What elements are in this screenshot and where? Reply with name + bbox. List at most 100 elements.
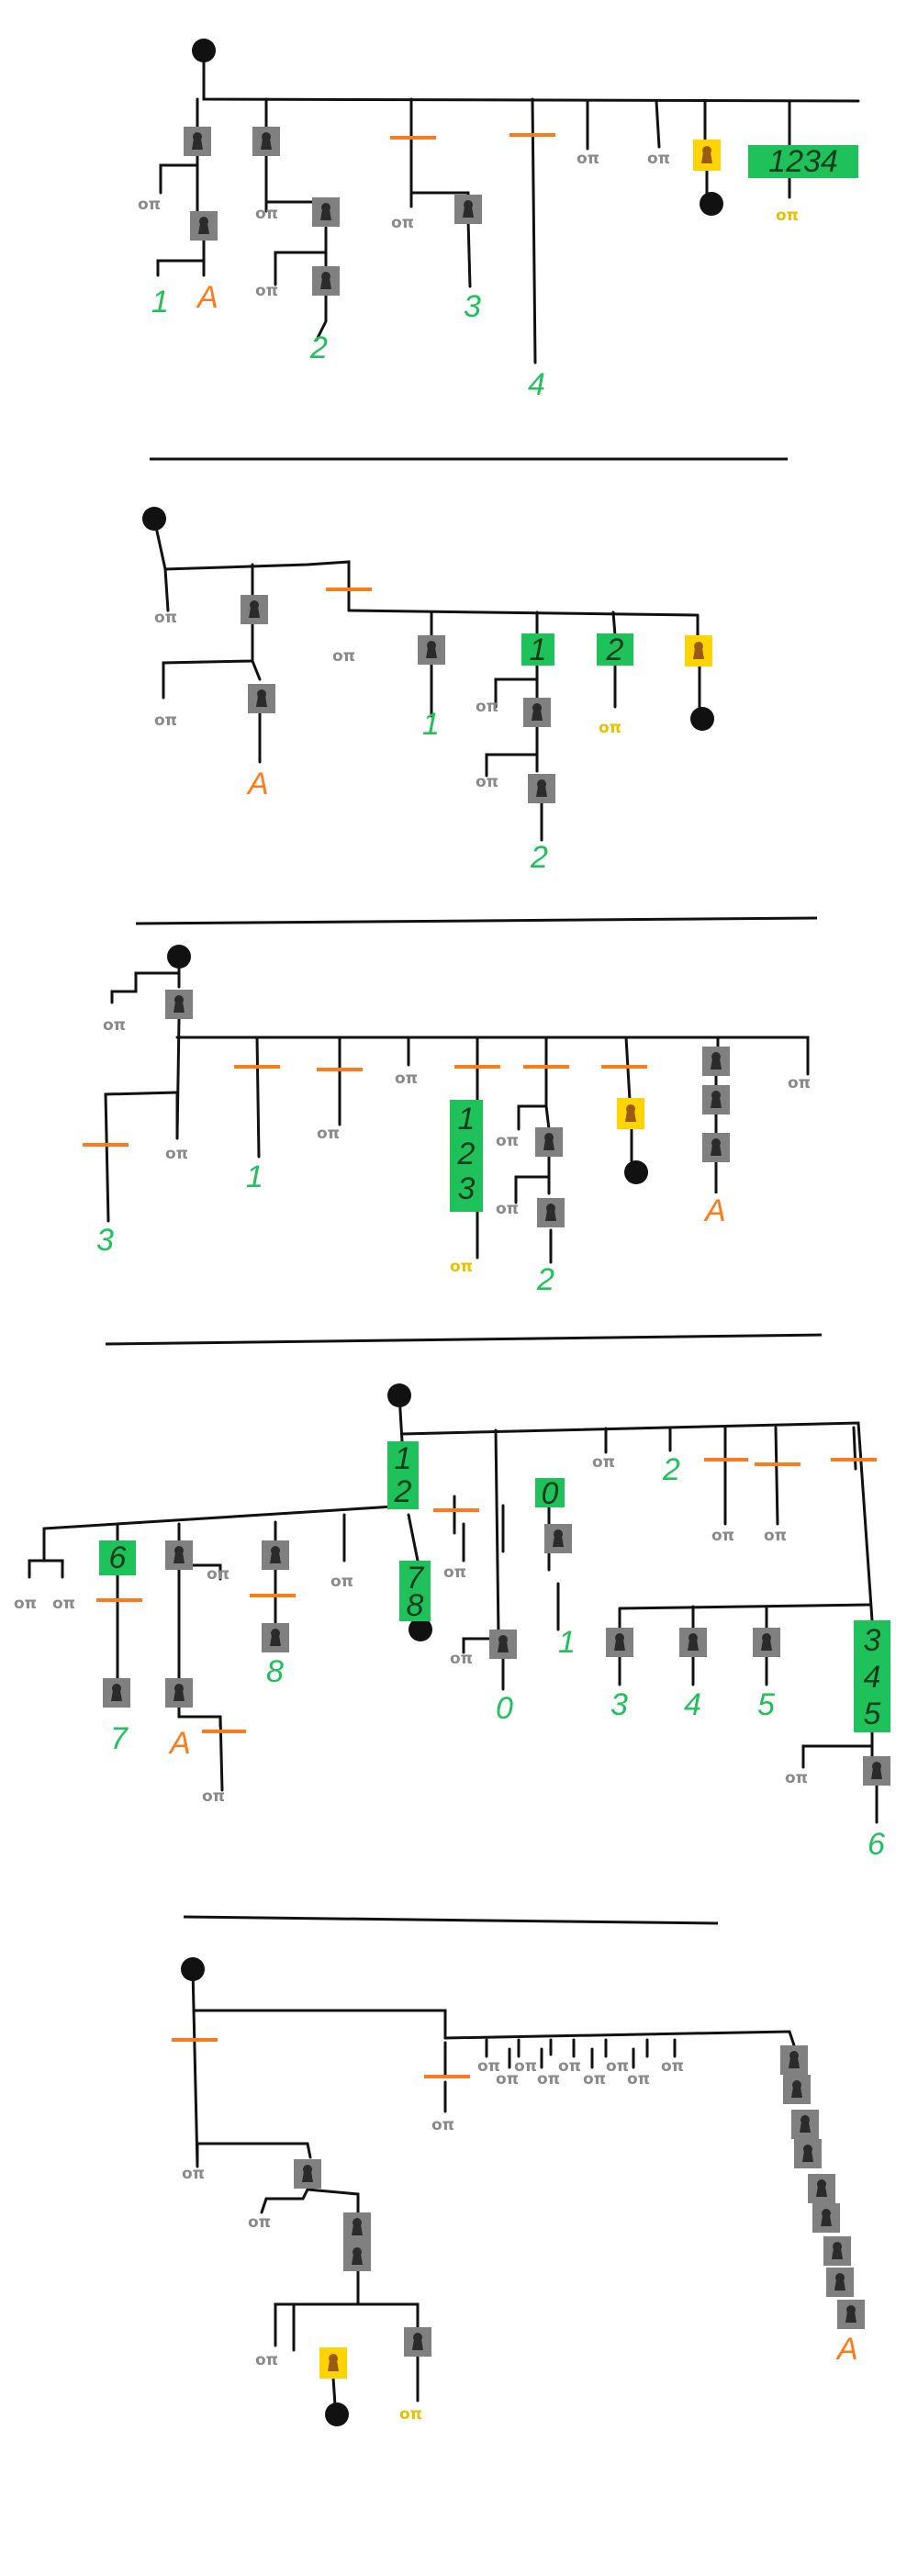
- box-label: 3: [864, 1623, 881, 1658]
- lock-icon: [702, 1085, 730, 1114]
- puzzle-2: [152, 517, 701, 842]
- key-icon: oπ: [443, 1563, 466, 1582]
- key-icon: oπ: [431, 2116, 454, 2134]
- lock-icon: [248, 684, 275, 713]
- lock-icon: [863, 1756, 890, 1786]
- key-icon: oπ: [476, 773, 498, 791]
- lock-icon: [312, 197, 340, 227]
- goal-node: [325, 2402, 349, 2426]
- separator: [105, 1333, 823, 1346]
- labels: A 1 2: [246, 707, 548, 875]
- yellow-key-icon: oπ: [399, 2405, 422, 2424]
- label: 1: [246, 1159, 263, 1194]
- puzzle-5: [191, 1967, 796, 2407]
- gold-lock-icon: [319, 2347, 347, 2379]
- keys: oπ oπ oπ oπ oπ oπ oπ: [138, 150, 799, 300]
- locks: [294, 2045, 865, 2379]
- lock-icon: [794, 2139, 822, 2168]
- key-icon: oπ: [165, 1145, 188, 1163]
- label: 7: [110, 1721, 129, 1756]
- lock-icon: [404, 2327, 431, 2357]
- label: A: [196, 280, 218, 315]
- locks: [103, 1524, 890, 1786]
- box-label: 3: [458, 1171, 476, 1206]
- lock-icon: [535, 1127, 563, 1157]
- lock-icon: [454, 195, 482, 224]
- key-icon: oπ: [514, 2057, 537, 2076]
- lock-icon: [528, 774, 555, 803]
- labels: 3 1 2 A: [96, 1159, 726, 1297]
- key-icon: oπ: [138, 196, 161, 214]
- locks: [165, 990, 730, 1227]
- key-icon: oπ: [103, 1016, 126, 1035]
- box-label: 2: [606, 633, 624, 667]
- key-icon: oπ: [207, 1565, 230, 1584]
- goal-node: [690, 707, 714, 731]
- key-icon: oπ: [255, 2351, 278, 2369]
- lock-icon: [343, 2242, 371, 2271]
- label: 1: [151, 285, 169, 319]
- lock-icon: [190, 211, 218, 241]
- labels: 7 A 8 0 1 2 3 4 5 6: [110, 1452, 885, 1862]
- lock-icon: [165, 1678, 193, 1708]
- gold-lock-icon: [685, 635, 712, 666]
- key-icon: oπ: [52, 1595, 75, 1613]
- key-icon: oπ: [154, 711, 177, 730]
- yellow-key-icon: oπ: [450, 1258, 473, 1276]
- key-icon: oπ: [317, 1125, 340, 1143]
- box-label: 1: [395, 1441, 412, 1476]
- key-icon: oπ: [391, 214, 414, 232]
- lock-icon: [823, 2236, 851, 2266]
- lock-icon: [184, 127, 211, 156]
- label: 5: [757, 1687, 775, 1722]
- lock-icon: [262, 1540, 289, 1570]
- key-icon: oπ: [496, 1132, 519, 1150]
- label: 2: [530, 840, 548, 875]
- label: 1: [422, 707, 440, 742]
- key-icon: oπ: [255, 282, 278, 300]
- key-icon: oπ: [661, 2057, 684, 2076]
- key-icon: oπ: [332, 647, 355, 666]
- key-icon: oπ: [477, 2057, 500, 2076]
- label: 3: [464, 289, 481, 324]
- start-node: [181, 1957, 205, 1981]
- key-icon: oπ: [558, 2057, 581, 2076]
- key-icon: oπ: [248, 2213, 271, 2232]
- key-icon: oπ: [577, 150, 599, 168]
- lock-icon: [791, 2110, 819, 2139]
- lock-icon: [780, 2045, 808, 2075]
- box-label: 6: [109, 1540, 127, 1575]
- lock-icon: [679, 1628, 707, 1657]
- door-markers: [390, 133, 555, 140]
- key-icon: oπ: [764, 1527, 787, 1545]
- green-key-box: 1234: [748, 144, 858, 179]
- lock-icon: [544, 1524, 572, 1553]
- keys: oπ oπ oπ oπ oπ oπ oπ oπ: [103, 1016, 811, 1276]
- key-icon: oπ: [592, 1453, 615, 1472]
- label: A: [246, 767, 269, 801]
- lock-icon: [702, 1047, 730, 1076]
- label: 6: [868, 1827, 885, 1862]
- box-label: 7: [407, 1561, 425, 1596]
- key-icon: oπ: [395, 1070, 418, 1088]
- lock-icon: [262, 1623, 289, 1652]
- lock-icon: [165, 990, 193, 1019]
- key-icon: oπ: [330, 1573, 353, 1591]
- box-label: 8: [407, 1588, 424, 1623]
- key-icon: oπ: [711, 1527, 734, 1545]
- box-label: 1234: [768, 144, 838, 179]
- separator: [135, 916, 818, 925]
- key-icon: oπ: [154, 609, 177, 627]
- lock-icon: [165, 1540, 193, 1570]
- lock-icon: [103, 1678, 130, 1708]
- keys: oπ oπ oπ oπ oπ oπ oπ oπ oπ oπ oπ: [14, 1453, 808, 1806]
- box-label: 5: [864, 1697, 881, 1731]
- lock-icon: [808, 2174, 835, 2203]
- label: 1: [558, 1625, 576, 1660]
- green-key-boxes: 1 2 0 6 7 8 3 4 5: [99, 1441, 890, 1732]
- labels: A: [835, 2332, 858, 2367]
- label: A: [703, 1193, 726, 1228]
- label: 8: [266, 1654, 284, 1689]
- key-icon: oπ: [627, 2070, 650, 2089]
